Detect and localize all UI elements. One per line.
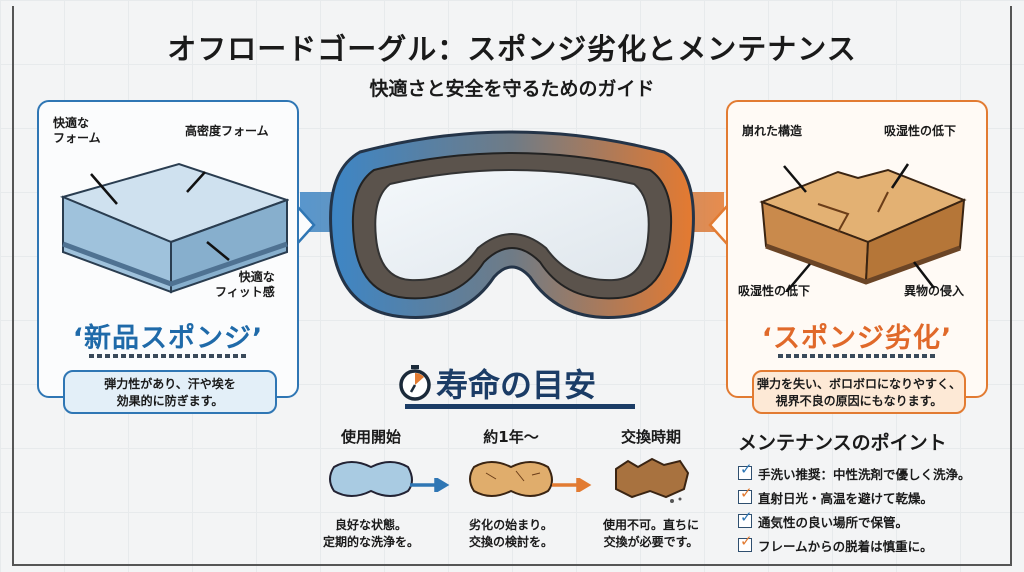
- worn-sponge-heading: ‘スポンジ劣化’: [761, 323, 953, 354]
- maintenance-item: ✓ 通気性の良い場所で保管。: [738, 508, 971, 533]
- divider: [778, 354, 938, 358]
- maintenance-item: ✓ フレームからの脱着は慎重に。: [738, 532, 971, 557]
- aging-sponge-icon: [469, 461, 553, 497]
- item-text: 手洗い推奨：中性洗剤で優しく洗浄。: [758, 466, 971, 482]
- new-sponge-description: 弾力性があり、汗や埃を効果的に防ぎます。: [63, 370, 277, 414]
- maintenance-item: ✓ 直射日光・高温を避けて乾燥。: [738, 484, 971, 509]
- checkbox-icon: ✓: [738, 508, 753, 528]
- label-high-density: 高密度フォーム: [185, 124, 269, 138]
- worn-sponge-icon: [615, 457, 690, 503]
- desc-line: 使用不可。直ちに: [602, 518, 699, 532]
- frame: [12, 6, 1012, 566]
- item-text: 通気性の良い場所で保管。: [758, 514, 909, 530]
- desc-line: 良好な状態。: [334, 518, 407, 532]
- step-label: 交換時期: [620, 428, 681, 446]
- new-sponge-heading: ‘新品スポンジ’: [72, 323, 264, 354]
- desc-line: 劣化の始まり。: [469, 518, 553, 532]
- stopwatch-icon: [399, 365, 431, 401]
- arrow-right-icon: [552, 478, 592, 492]
- label-absorption-top: 吸湿性の低下: [884, 124, 957, 138]
- step-desc: 良好な状態。定期的な洗浄を。: [306, 517, 436, 551]
- new-sponge-panel: 快適な フォーム 高密度フォーム 快適な フィット感 ‘新品スポンジ’ 弾力性が…: [37, 100, 299, 414]
- desc-line: 効果的に防ぎます。: [116, 394, 224, 408]
- goggles-illustration: [300, 130, 724, 319]
- item-text: フレームからの脱着は慎重に。: [758, 538, 933, 554]
- connector-left: [296, 205, 316, 245]
- step-label: 約1年～: [483, 428, 539, 446]
- step-start: 使用開始 良好な状態。定期的な洗浄を。: [306, 426, 436, 551]
- label-broken-structure: 崩れた構造: [742, 124, 803, 138]
- worn-sponge-panel: 崩れた構造 吸湿性の低下 吸湿性の低下 異物の侵入 ‘スポンジ劣化’ 弾力を失い…: [726, 100, 988, 414]
- checkbox-icon: ✓: [738, 460, 753, 480]
- worn-sponge-description: 弾力を失い、ボロボロになりやすく、視界不良の原因にもなります。: [752, 370, 966, 414]
- maintenance-heading: メンテナンスのポイント: [738, 432, 947, 454]
- label-foreign-matter: 異物の侵入: [904, 284, 965, 298]
- page-subtitle: 快適さと安全を守るためのガイド: [369, 78, 655, 100]
- step-replace: 交換時期 使用不可。直ちに交換が必要です。: [586, 426, 716, 551]
- label-absorption-bottom: 吸湿性の低下: [738, 284, 811, 298]
- desc-line: 視界不良の原因にもなります。: [775, 394, 943, 408]
- new-sponge-illustration: [59, 162, 289, 294]
- checkbox-icon: ✓: [738, 532, 753, 552]
- divider: [89, 354, 249, 358]
- worn-sponge-illustration: [759, 163, 967, 292]
- step-one-year: 約1年～ 劣化の始まり。交換の検討を。: [446, 426, 576, 551]
- desc-line: 交換の検討を。: [468, 535, 553, 549]
- desc-line: 弾力を失い、ボロボロになりやすく、: [756, 377, 961, 391]
- maintenance-item: ✓ 手洗い推奨：中性洗剤で優しく洗浄。: [738, 460, 971, 485]
- desc-line: 交換が必要です。: [603, 535, 699, 549]
- item-text: 直射日光・高温を避けて乾燥。: [758, 490, 934, 506]
- step-desc: 劣化の始まり。交換の検討を。: [446, 517, 576, 551]
- connector-right: [708, 205, 728, 245]
- checkbox-icon: ✓: [738, 484, 753, 504]
- lifespan-heading-text: 寿命の目安: [436, 366, 597, 404]
- lifespan-heading: 寿命の目安: [398, 360, 596, 406]
- step-desc: 使用不可。直ちに交換が必要です。: [586, 517, 716, 551]
- label-fit: 快適な フィット感: [215, 270, 275, 299]
- desc-line: 定期的な洗浄を。: [322, 535, 419, 549]
- new-sponge-icon: [329, 461, 413, 497]
- desc-line: 弾力性があり、汗や埃を: [104, 377, 236, 391]
- maintenance-section: メンテナンスのポイント ✓ 手洗い推奨：中性洗剤で優しく洗浄。 ✓ 直射日光・高温を…: [738, 428, 971, 557]
- heading-underline: [405, 404, 635, 409]
- page-title: オフロードゴーグル：スポンジ劣化とメンテナンス: [167, 32, 857, 66]
- step-label: 使用開始: [340, 428, 401, 446]
- arrow-right-icon: [410, 478, 450, 492]
- label-comfort-foam: 快適な フォーム: [53, 116, 101, 145]
